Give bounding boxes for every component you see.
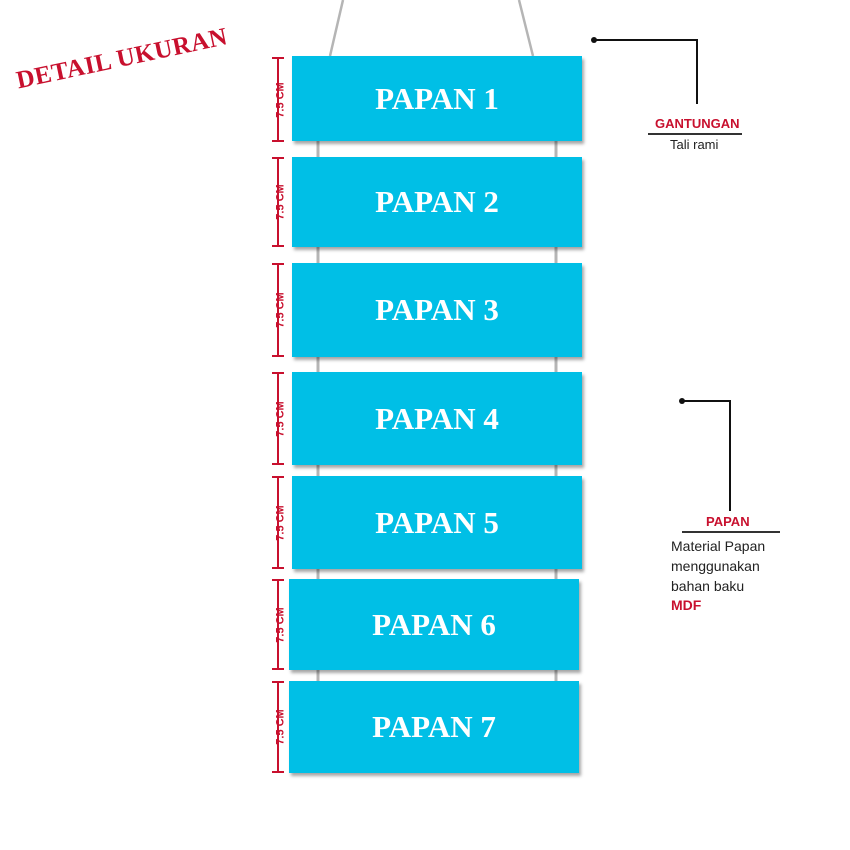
dimension-label: 7.5 CM [274, 400, 287, 437]
rope-segments [316, 141, 558, 681]
papan-text-line-1: Material Papan [671, 538, 766, 554]
gantungan-text: Tali rami [670, 137, 719, 152]
board-label: PAPAN 3 [375, 292, 499, 327]
board-1: PAPAN 1 [292, 56, 582, 141]
board-7: PAPAN 7 [289, 681, 579, 773]
dimension-marker: 7.5 CM [265, 57, 291, 142]
board-label: PAPAN 5 [375, 504, 499, 540]
dimension-marker: 7.5 CM [265, 579, 291, 670]
dimension-label: 7.5 CM [274, 709, 287, 745]
dimension-marker: 7.5 CM [265, 681, 291, 773]
board-label: PAPAN 1 [375, 80, 499, 116]
gantungan-rule [648, 133, 742, 135]
papan-material: MDF [671, 597, 702, 613]
dimension-label: 7.5 CM [274, 81, 287, 118]
board-label: PAPAN 7 [372, 709, 496, 744]
board-6: PAPAN 6 [289, 579, 579, 670]
dimension-marker: 7.5 CM [265, 263, 291, 357]
dimension-marker: 7.5 CM [265, 157, 291, 247]
dimension-marker: 7.5 CM [265, 372, 291, 465]
board-label: PAPAN 4 [375, 400, 499, 436]
papan-leader-line [679, 398, 731, 511]
gantungan-title: GANTUNGAN [655, 116, 740, 131]
papan-title: PAPAN [706, 514, 750, 529]
papan-rule [682, 531, 780, 533]
dimension-label: 7.5 CM [274, 292, 287, 328]
board-label: PAPAN 6 [372, 606, 496, 642]
dimension-label: 7.5 CM [274, 184, 287, 220]
papan-text-line-2: menggunakan [671, 558, 760, 574]
rope-hanger [328, 0, 535, 57]
board-2: PAPAN 2 [292, 157, 582, 247]
board-5: PAPAN 5 [292, 476, 582, 569]
board-4: PAPAN 4 [292, 372, 582, 465]
dimension-label: 7.5 CM [274, 606, 287, 643]
papan-text-line-3: bahan baku [671, 578, 745, 594]
dimension-marker: 7.5 CM [265, 476, 291, 569]
dimension-label: 7.5 CM [274, 504, 287, 541]
board-3: PAPAN 3 [292, 263, 582, 357]
board-label: PAPAN 2 [375, 184, 499, 219]
gantungan-leader-line [591, 37, 698, 104]
